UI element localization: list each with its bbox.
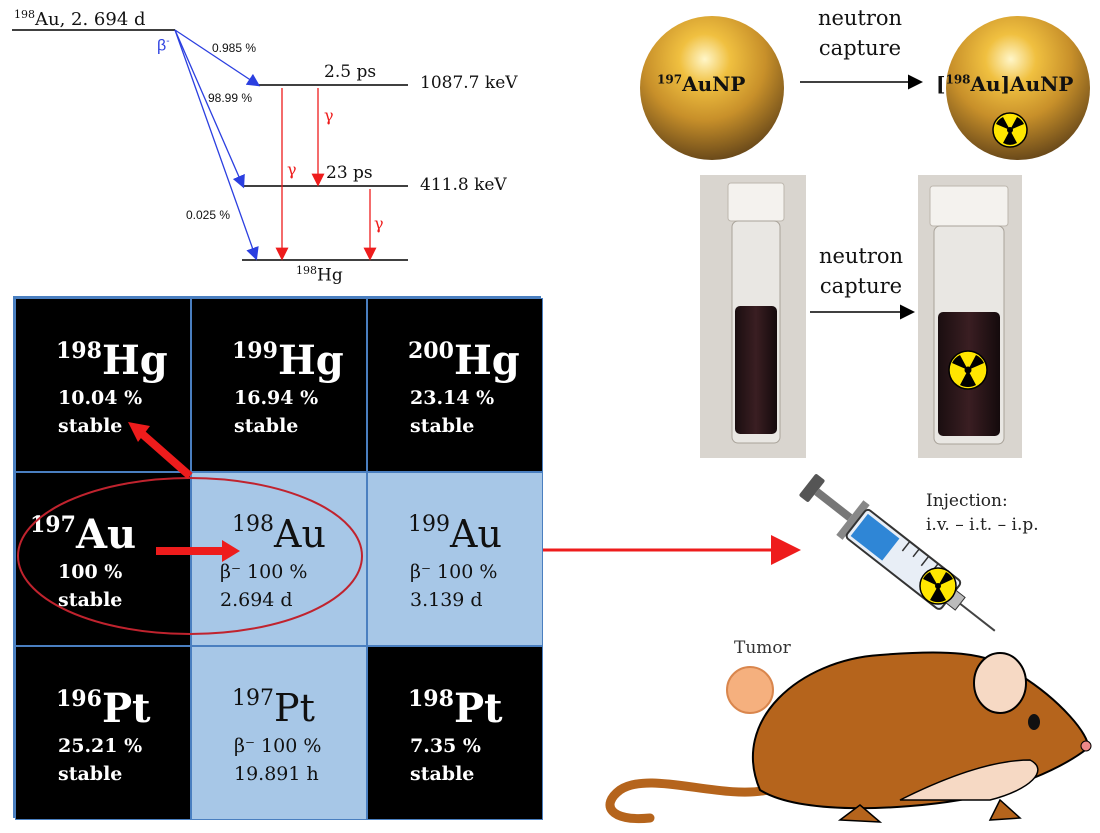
np-197-label: 197AuNP (657, 72, 746, 96)
gamma-label: γ (287, 160, 297, 179)
decay-parent-label: 198Au, 2. 694 d (14, 8, 146, 30)
tumor-icon (726, 666, 774, 714)
mouse-illustration (605, 651, 1092, 824)
radiation-icon (948, 350, 988, 390)
nuclide-pt196: 196Pt 25.21 %stable (15, 646, 191, 820)
nuclide-hg198: 198Hg 10.04 %stable (15, 298, 191, 472)
vial-photo-before (700, 175, 806, 458)
level-energy: 411.8 keV (420, 175, 507, 195)
ground-label: 198Hg (296, 264, 343, 286)
branch-label: 0.985 % (212, 41, 257, 55)
nuclide-au197: 197Au 100 %stable (15, 472, 191, 646)
nuclide-pt198: 198Pt 7.35 %stable (367, 646, 543, 820)
level-halflife: 23 ps (326, 163, 373, 183)
vial-photo-after (918, 175, 1022, 458)
nuclide-hg199: 199Hg 16.94 %stable (191, 298, 367, 472)
level-energy: 1087.7 keV (420, 73, 518, 93)
gamma-label: γ (324, 106, 334, 125)
nuclide-pt197: 197Pt β⁻ 100 %19.891 h (191, 646, 367, 820)
beta-label: β- (157, 36, 170, 55)
nuclide-au199: 199Au β⁻ 100 %3.139 d (367, 472, 543, 646)
nuclide-au198: 198Au β⁻ 100 %2.694 d (191, 472, 367, 646)
branch-label: 0.025 % (186, 208, 231, 222)
nanoparticle-197 (640, 16, 784, 160)
branch-label: 98.99 % (208, 91, 253, 105)
tumor-label: Tumor (734, 638, 791, 658)
injection-label: Injection:i.v. – i.t. – i.p. (926, 491, 1039, 535)
nanoparticle-198 (946, 16, 1090, 160)
radiation-icon (992, 112, 1028, 148)
nuclide-chart: 198Hg 10.04 %stable 199Hg 16.94 %stable … (13, 296, 543, 820)
decay-scheme (12, 29, 408, 261)
nuclide-hg200: 200Hg 23.14 %stable (367, 298, 543, 472)
level-halflife: 2.5 ps (324, 62, 377, 82)
gamma-label: γ (374, 214, 384, 233)
radiation-icon (919, 567, 957, 605)
np-198-label: [198Au]AuNP (936, 72, 1074, 96)
